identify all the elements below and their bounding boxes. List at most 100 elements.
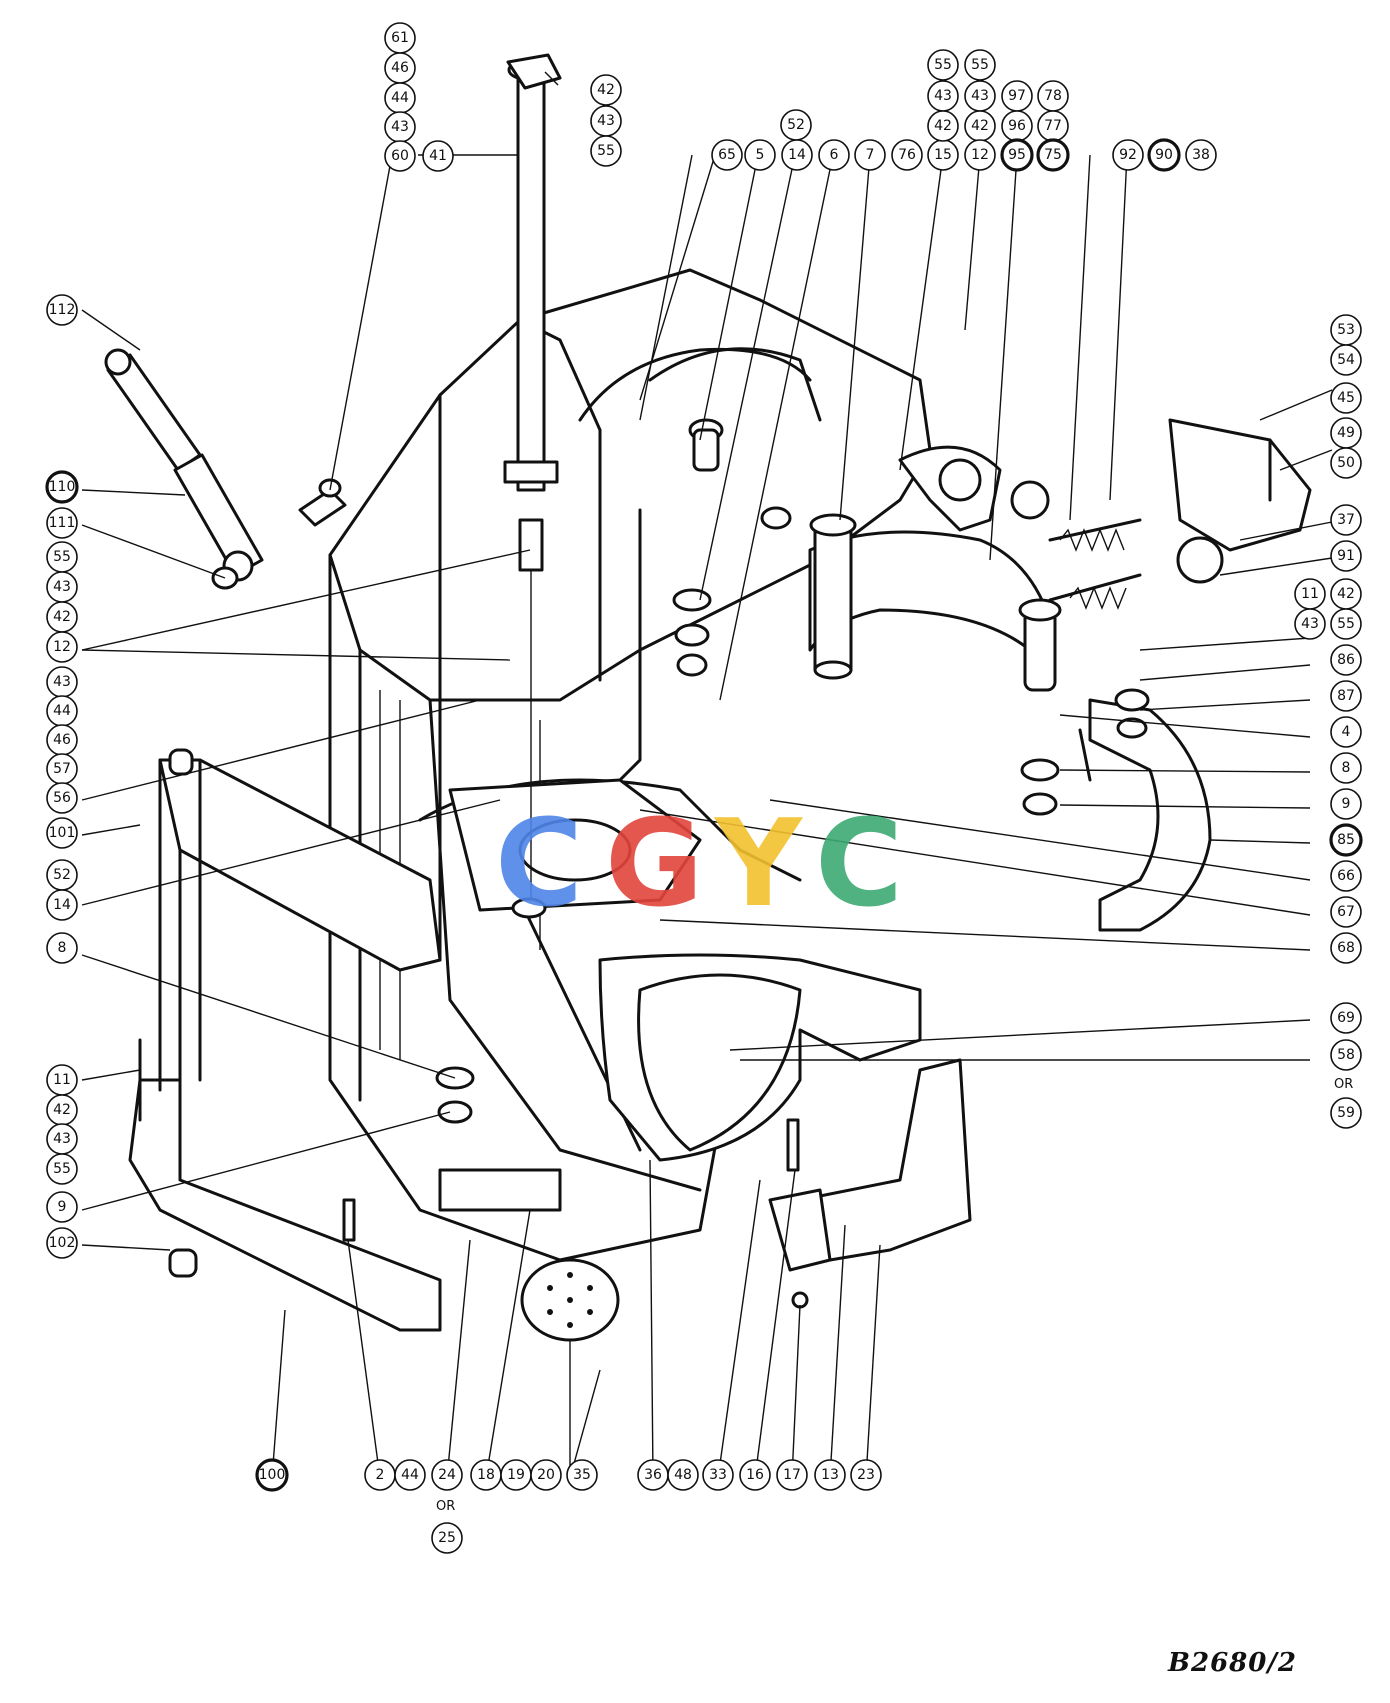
callout-59: 59: [1337, 1105, 1355, 1121]
callout-43: 43: [53, 579, 71, 595]
callout-112: 112: [49, 302, 76, 318]
callout-43: 43: [53, 674, 71, 690]
callout-7: 7: [866, 147, 875, 163]
callout-8: 8: [1342, 760, 1351, 776]
callout-100: 100: [259, 1467, 286, 1483]
callout-43: 43: [934, 88, 952, 104]
callout-77: 77: [1044, 118, 1062, 134]
callout-43: 43: [53, 1131, 71, 1147]
callout-44: 44: [391, 90, 409, 106]
callout-91: 91: [1337, 548, 1355, 564]
callout-12: 12: [971, 147, 989, 163]
hardware: [342, 418, 1150, 1309]
pin-60: [298, 478, 347, 527]
or-label-24-25: OR: [436, 1499, 455, 1514]
callout-45: 45: [1337, 390, 1355, 406]
callout-52: 52: [787, 117, 805, 133]
callout-68: 68: [1337, 940, 1355, 956]
callout-97: 97: [1008, 88, 1026, 104]
callout-42: 42: [53, 1102, 71, 1118]
or-label-58-59: OR: [1334, 1077, 1353, 1092]
callout-44: 44: [53, 703, 71, 719]
callout-41: 41: [429, 148, 447, 164]
callout-78: 78: [1044, 88, 1062, 104]
callout-42: 42: [934, 118, 952, 134]
callout-5: 5: [756, 147, 765, 163]
callout-43: 43: [597, 113, 615, 129]
callout-18: 18: [477, 1467, 495, 1483]
callout-2: 2: [376, 1467, 385, 1483]
callout-55: 55: [53, 1161, 71, 1177]
callout-43: 43: [391, 119, 409, 135]
callout-46: 46: [53, 732, 71, 748]
callout-11: 11: [1301, 586, 1319, 602]
callouts: 61 46 44 43 60 41 42 43 55 52 65 5 14 6 …: [45, 22, 1363, 1554]
callout-24: 24: [438, 1467, 456, 1483]
drawing-code: B2680/2: [1168, 1648, 1297, 1678]
callout-8: 8: [58, 940, 67, 956]
right-clamp-arm-85: [1078, 698, 1212, 932]
callout-17: 17: [783, 1467, 801, 1483]
callout-76: 76: [898, 147, 916, 163]
callout-13: 13: [821, 1467, 839, 1483]
callout-55: 55: [934, 57, 952, 73]
spring-assembly: [1010, 480, 1224, 610]
callout-43: 43: [1301, 616, 1319, 632]
center-plate: [448, 778, 702, 912]
callout-58: 58: [1337, 1047, 1355, 1063]
callout-42: 42: [597, 82, 615, 98]
callout-37: 37: [1337, 512, 1355, 528]
callout-14: 14: [53, 897, 71, 913]
callout-48: 48: [674, 1467, 692, 1483]
callout-46: 46: [391, 60, 409, 76]
callout-56: 56: [53, 790, 71, 806]
callout-25: 25: [438, 1530, 456, 1546]
callout-6: 6: [830, 147, 839, 163]
watermark-letter-4: C: [815, 795, 903, 934]
callout-52: 52: [53, 867, 71, 883]
watermark-letter-3: Y: [713, 795, 804, 934]
callout-42: 42: [53, 609, 71, 625]
callout-43: 43: [971, 88, 989, 104]
callout-14: 14: [788, 147, 806, 163]
callout-95: 95: [1008, 147, 1026, 163]
callout-42: 42: [1337, 586, 1355, 602]
skid-23: [768, 1058, 972, 1272]
callout-55: 55: [1337, 616, 1355, 632]
callout-50: 50: [1337, 455, 1355, 471]
callout-38: 38: [1192, 147, 1210, 163]
callout-42: 42: [971, 118, 989, 134]
callout-11: 11: [53, 1072, 71, 1088]
lower-platform: [438, 953, 922, 1212]
callout-44: 44: [401, 1467, 419, 1483]
callout-60: 60: [391, 148, 409, 164]
callout-111: 111: [49, 515, 76, 531]
callout-101: 101: [49, 825, 76, 841]
callout-9: 9: [1342, 796, 1351, 812]
callout-75: 75: [1044, 147, 1062, 163]
callout-102: 102: [49, 1235, 76, 1251]
callout-20: 20: [537, 1467, 555, 1483]
callout-35: 35: [573, 1467, 591, 1483]
callout-55: 55: [597, 143, 615, 159]
callout-66: 66: [1337, 868, 1355, 884]
callout-67: 67: [1337, 904, 1355, 920]
callout-54: 54: [1337, 352, 1355, 368]
pulley-35: [520, 1258, 620, 1342]
callout-4: 4: [1342, 724, 1351, 740]
callout-86: 86: [1337, 652, 1355, 668]
callout-69: 69: [1337, 1010, 1355, 1026]
watermark-letter-2: G: [605, 795, 704, 934]
callout-53: 53: [1337, 322, 1355, 338]
watermark: C G Y C: [495, 795, 903, 934]
callout-85: 85: [1337, 832, 1355, 848]
callout-96: 96: [1008, 118, 1026, 134]
callout-55: 55: [53, 549, 71, 565]
callout-57: 57: [53, 761, 71, 777]
callout-16: 16: [746, 1467, 764, 1483]
bracket-45: [1168, 418, 1312, 552]
callout-87: 87: [1337, 688, 1355, 704]
left-arm-100: [128, 748, 442, 1332]
callout-90: 90: [1155, 147, 1173, 163]
callout-92: 92: [1119, 147, 1137, 163]
